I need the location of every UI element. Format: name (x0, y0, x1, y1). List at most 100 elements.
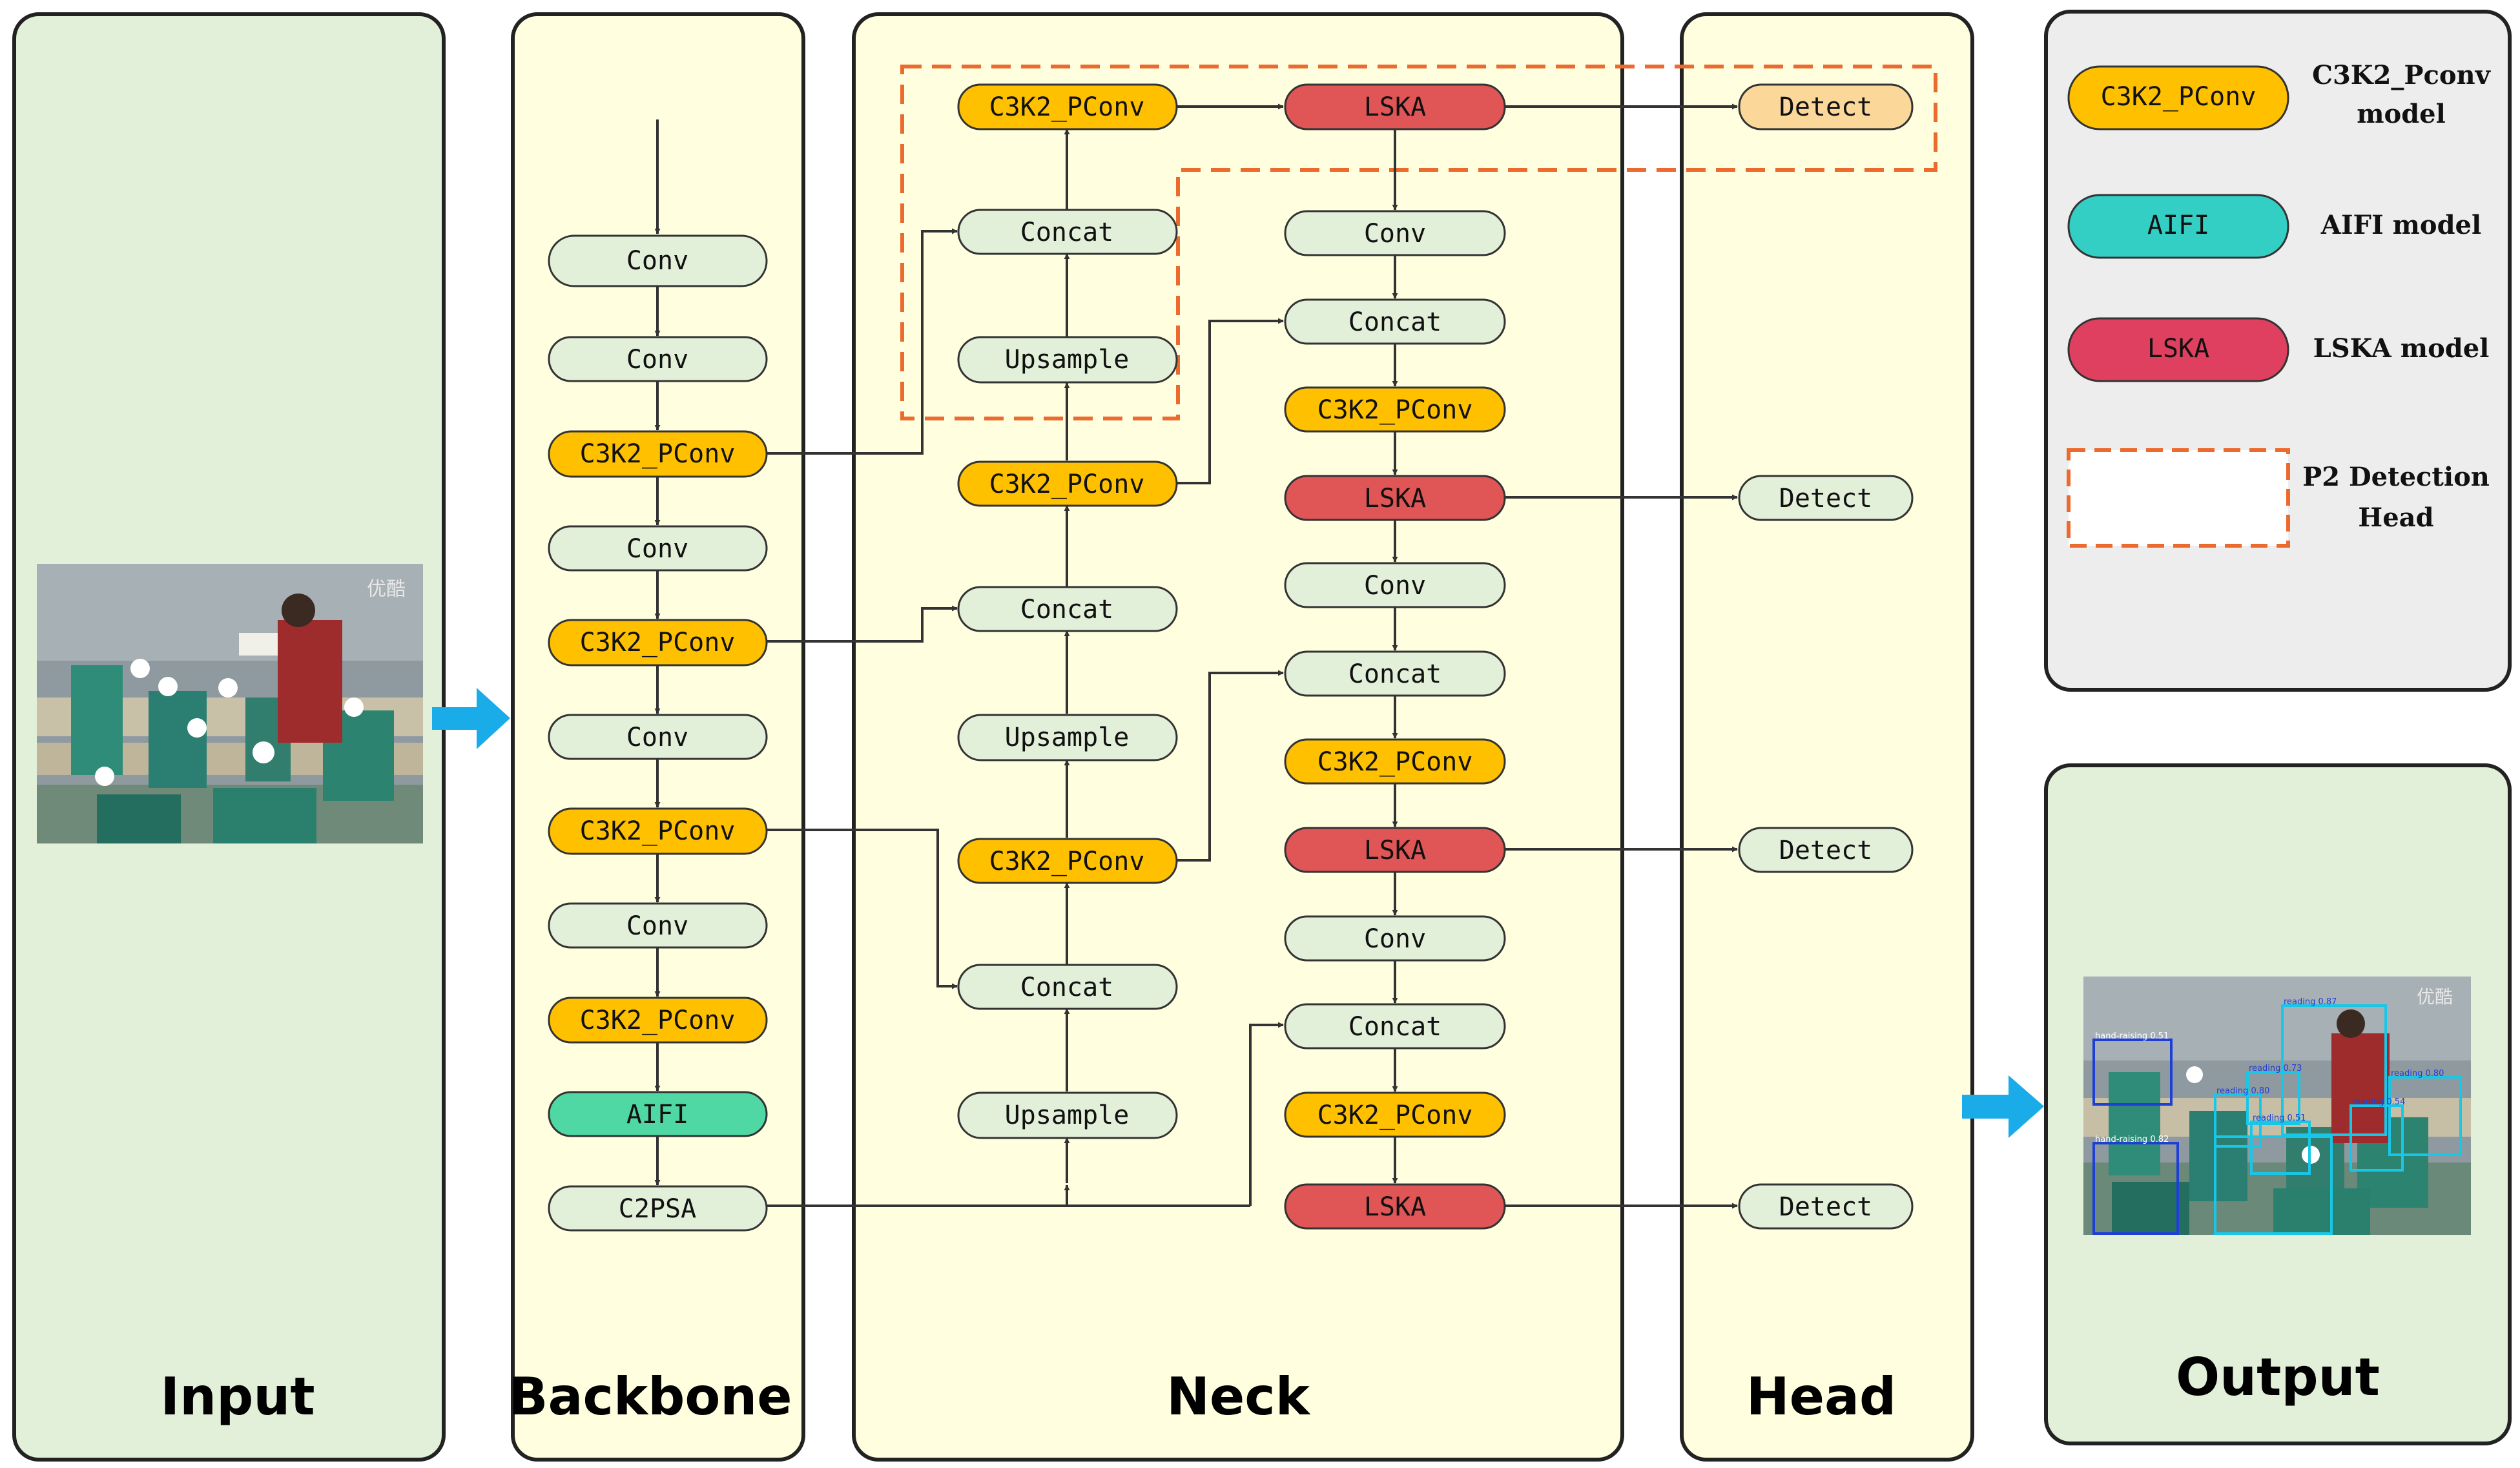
head-panel: Head (1680, 12, 1974, 1462)
connectors (654, 103, 1738, 1209)
svg-text:Concat: Concat (1348, 1012, 1442, 1042)
svg-text:Upsample: Upsample (1005, 345, 1130, 375)
head-detect-1: Detect (1738, 83, 1914, 130)
svg-text:C3K2_PConv: C3K2_PConv (580, 816, 736, 846)
neck-concat-top: Concat (957, 209, 1178, 255)
neck-conv-1: Conv (1284, 210, 1506, 256)
legend-lska-desc: LSKA model (2313, 333, 2490, 364)
svg-text:Detect: Detect (1779, 484, 1873, 513)
input-flow-arrow (432, 688, 510, 749)
svg-text:Conv: Conv (1364, 571, 1426, 601)
output-panel-title: Output (2176, 1347, 2380, 1407)
input-panel-title: Input (160, 1367, 315, 1427)
neck-lska-1: LSKA (1284, 83, 1506, 130)
backbone-c3k2-pconv-4: C3K2_PConv (548, 997, 768, 1044)
svg-text:Detect: Detect (1779, 1192, 1873, 1222)
backbone-conv-5: Conv (548, 902, 768, 949)
svg-text:C3K2_PConv: C3K2_PConv (1317, 395, 1473, 425)
neck-upsample-2: Upsample (957, 714, 1178, 761)
backbone-conv-3: Conv (548, 525, 768, 572)
backbone-conv-2: Conv (548, 336, 768, 382)
backbone-c3k2-pconv-3: C3K2_PConv (548, 807, 768, 855)
backbone-c3k2-pconv-1: C3K2_PConv (548, 430, 768, 478)
svg-text:Concat: Concat (1020, 595, 1114, 625)
neck-right-nodes: LSKA Conv Concat C3K2_PConv LSKA Conv Co… (1284, 83, 1506, 1230)
neck-c3k2-pconv-3: C3K2_PConv (957, 838, 1178, 884)
svg-text:Conv: Conv (626, 723, 688, 752)
neck-upsample-top: Upsample (957, 336, 1178, 384)
svg-text:LSKA: LSKA (1364, 92, 1426, 122)
head-detect-4: Detect (1738, 1183, 1914, 1230)
neck-left-nodes: C3K2_PConv Concat Upsample C3K2_PConv Co… (957, 83, 1178, 1139)
svg-text:C3K2_PConv: C3K2_PConv (989, 470, 1145, 499)
legend-aifi-desc: AIFI model (2320, 210, 2481, 240)
neck-concat-3: Concat (957, 964, 1178, 1010)
neck-lska-4: LSKA (1284, 1183, 1506, 1230)
svg-text:C3K2_PConv: C3K2_PConv (580, 439, 736, 469)
neck-lska-3: LSKA (1284, 827, 1506, 873)
legend-aifi-swatch-label: AIFI (2147, 211, 2209, 240)
neck-conv-2: Conv (1284, 562, 1506, 608)
neck-c3k2-pconv-r2: C3K2_PConv (1284, 738, 1506, 785)
legend-c3k2-item: C3K2_PConv C3K2_Pconv model (2067, 60, 2492, 130)
svg-text:Conv: Conv (1364, 924, 1426, 954)
legend: C3K2_PConv C3K2_Pconv model AIFI AIFI mo… (2067, 60, 2492, 548)
head-detect-3: Detect (1738, 827, 1914, 873)
backbone-c2psa: C2PSA (548, 1185, 768, 1232)
output-label-3: reading 0.73 (2249, 1064, 2302, 1073)
svg-text:Detect: Detect (1779, 836, 1873, 865)
svg-text:Conv: Conv (1364, 219, 1426, 249)
neck-c3k2-pconv-2: C3K2_PConv (957, 460, 1178, 507)
output-label-4: reading 0.80 (2216, 1086, 2269, 1096)
head-panel-title: Head (1746, 1367, 1896, 1427)
legend-lska-item: LSKA LSKA model (2067, 317, 2490, 382)
backbone-aifi: AIFI (548, 1091, 768, 1137)
svg-text:Detect: Detect (1779, 92, 1873, 122)
svg-text:Concat: Concat (1348, 659, 1442, 689)
legend-p2-desc-1: P2 Detection (2302, 462, 2490, 492)
svg-text:C3K2_PConv: C3K2_PConv (989, 92, 1145, 122)
output-watermark: 优酷 (2417, 986, 2453, 1008)
neck-conv-3: Conv (1284, 915, 1506, 962)
svg-text:C2PSA: C2PSA (619, 1194, 696, 1224)
svg-text:Upsample: Upsample (1005, 723, 1130, 752)
neck-concat-r2: Concat (1284, 650, 1506, 697)
legend-lska-swatch-label: LSKA (2147, 334, 2209, 364)
svg-text:LSKA: LSKA (1364, 1192, 1426, 1222)
legend-p2-desc-2: Head (2358, 502, 2433, 533)
output-label-2: reading 0.87 (2284, 997, 2337, 1007)
svg-text:Conv: Conv (626, 345, 688, 375)
neck-upsample-3: Upsample (957, 1091, 1178, 1139)
neck-c3k2-pconv-r3: C3K2_PConv (1284, 1091, 1506, 1138)
backbone-panel-title: Backbone (508, 1367, 792, 1427)
output-label-8: hand-raising 0.82 (2095, 1135, 2169, 1144)
output-label-5: reading 0.80 (2391, 1069, 2444, 1079)
svg-text:Conv: Conv (626, 911, 688, 941)
input-watermark: 优酷 (367, 578, 406, 601)
svg-text:Conv: Conv (626, 246, 688, 276)
neck-concat-r3: Concat (1284, 1003, 1506, 1049)
legend-aifi-item: AIFI AIFI model (2067, 194, 2481, 259)
output-detection-image: hand-raising 0.51 reading 0.87 reading 0… (2083, 977, 2471, 1235)
neck-concat-2: Concat (957, 586, 1178, 632)
head-detect-2: Detect (1738, 475, 1914, 521)
svg-text:Concat: Concat (1020, 973, 1114, 1002)
output-label-7: reading 0.54 (2352, 1097, 2405, 1107)
output-label-6: reading 0.51 (2253, 1113, 2306, 1123)
svg-text:LSKA: LSKA (1364, 484, 1426, 513)
output-flow-arrow (1962, 1075, 2044, 1138)
svg-text:Concat: Concat (1020, 218, 1114, 247)
backbone-conv-4: Conv (548, 714, 768, 760)
legend-p2-item: P2 Detection Head (2067, 448, 2490, 548)
neck-lska-2: LSKA (1284, 475, 1506, 521)
legend-c3k2-desc-1: C3K2_Pconv (2312, 60, 2491, 90)
svg-text:C3K2_PConv: C3K2_PConv (1317, 1101, 1473, 1130)
svg-text:C3K2_PConv: C3K2_PConv (1317, 747, 1473, 777)
backbone-nodes: Conv Conv C3K2_PConv Conv C3K2_PConv Con… (548, 234, 768, 1232)
input-classroom-image: 优酷 (37, 564, 423, 843)
head-nodes: Detect Detect Detect Detect (1738, 83, 1914, 1230)
output-label-1: hand-raising 0.51 (2095, 1031, 2169, 1041)
svg-text:AIFI: AIFI (626, 1100, 688, 1130)
neck-panel-title: Neck (1166, 1367, 1311, 1427)
